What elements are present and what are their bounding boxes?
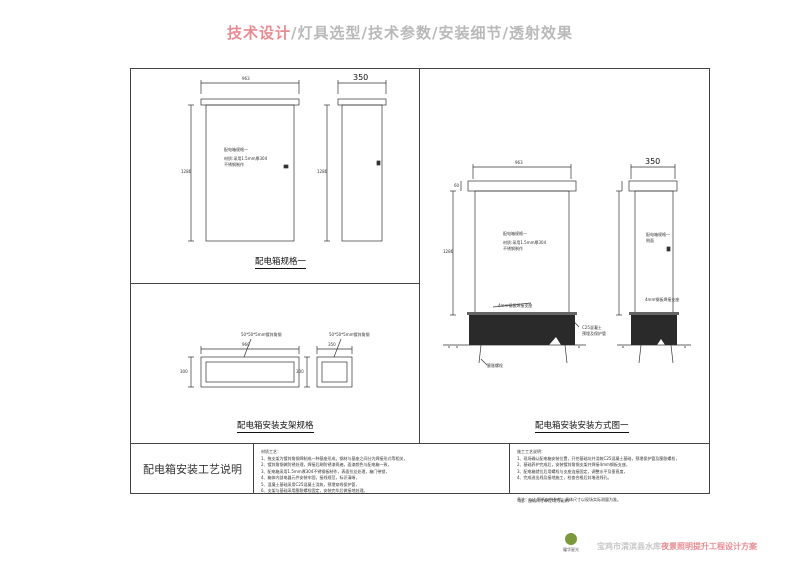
install-side-plate [629,312,679,315]
panel-depth-dim: 350 [353,73,369,82]
install-depth-dim: 350 [645,157,661,166]
install-side-view [616,164,691,364]
process-left-line: 5、混凝土基础采用C25混凝土浇筑，预埋穿线保护管， [261,481,360,487]
install-plate-note-side: 4mm钢板焊接支座 [645,297,680,302]
bracket-front-steel-note: 50*50*5mm镀锌角钢 [241,332,282,337]
install-plate-note: 4mm钢板焊接支座 [498,303,533,308]
process-right-intro: 施工工艺说明： [517,449,545,454]
install-concrete-note-1: C25混凝土 [582,325,602,330]
footer-title-gray: 宝鸡市渭滨县水库 [597,542,661,551]
bracket-side-height-dim: 300 [296,369,304,374]
vertical-divider [419,69,420,443]
process-right-notes: 施工工艺说明： 1、现场确认配电箱安装位置，开挖基础坑并浇筑C25混凝土基础，预… [517,449,703,482]
company-logo: 耀华星光 [560,533,582,559]
ground-hatch-dot [448,346,450,348]
install-side-concrete [631,315,677,345]
logo-mark-icon [565,533,577,545]
bracket-side-steel-note: 50*50*5mm镀锌角钢 [329,332,370,337]
install-height-dim: 1286 [443,249,454,254]
process-left-line: 1、拖支架为镀锌角钢焊制成一种基座形成，钢材与基座之间分为焊接形式等相关， [261,455,408,461]
process-right-line: 4、完成进出线及接地施工，检查合格后封堵进线孔。 [517,475,612,480]
drawing-sheet: 963 350 1286 1286 配电箱规格一 材质:采用1.5mm厚304 … [130,68,710,502]
process-left-line: 2、镀锌角钢做防锈处理，焊接后刷防锈漆两遍，面漆颜色与配电箱一致， [261,462,392,467]
install-front-plate [467,312,577,315]
footer-title: 宝鸡市渭滨县水库夜景照明提升工程设计方案 [597,541,757,552]
process-left-line: 6、支架与基础采用膨胀螺栓固定，安装完毕后做接地处理。 [261,488,368,493]
install-side-title: 配电箱规格一 [646,232,670,237]
panel-height-dim: 1286 [181,169,192,174]
process-left-notes: 材质工艺： 1、拖支架为镀锌角钢焊制成一种基座形成，钢材与基座之间分为焊接形式等… [261,449,501,495]
process-divider [131,443,709,444]
panel-spec-caption: 配电箱规格一 [255,257,307,269]
ground-hatch-dot [578,346,580,348]
bracket-front-view [188,338,300,388]
ground-hatch-dot [684,346,686,348]
install-front-concrete [469,315,575,345]
install-top-dim: 60 [454,183,460,188]
panel-material-2: 不锈钢制作 [224,162,244,167]
footer-title-red: 夜景照明提升工程设计方案 [661,542,757,551]
header-accent: 技术设计 [227,24,292,42]
install-box-title: 配电箱规格一 [503,231,527,236]
bracket-side-view [304,338,353,388]
panel-side-height-dim: 1286 [317,169,328,174]
install-concrete-note-2: 预埋及保护管 [582,331,606,336]
install-material-2: 不锈钢制作 [503,246,523,251]
ground-hatch-dot [622,346,624,348]
logo-text: 耀华星光 [563,547,579,552]
ground-hatch-dot [456,346,458,348]
process-title-divider [253,443,254,494]
panel-material-1: 材质:采用1.5mm厚304 [224,156,268,161]
panel-width-dim: 963 [242,76,250,81]
bracket-caption: 配电箱安装支架规格 [237,421,314,433]
bracket-side-width-dim: 350 [328,342,336,347]
install-width-dim: 963 [515,160,523,165]
process-right-line: 3、配电箱就位后用螺栓与支座连接固定，调整水平及垂直度， [517,468,628,474]
horizontal-divider-left [131,283,419,284]
process-left-intro: 材质工艺： [261,449,281,454]
process-left-line: 4、箱体内部电器元件安装牢固，接线规范，标识清晰， [261,475,360,480]
process-mid-divider [509,443,510,494]
panel-side-view [324,80,387,242]
install-material-1: 材质:采用1.5mm厚304 [503,240,547,245]
panel-front-view [188,80,300,242]
process-title: 配电箱安装工艺说明 [143,463,242,476]
page-header: 技术设计/灯具选型/技术参数/安装细节/透射效果 [0,22,800,43]
process-left-line: 3、配电箱采用1.5mm厚304不锈钢板制作，表面拉丝处理，箱门带锁， [261,468,390,474]
header-rest: /灯具选型/技术参数/安装细节/透射效果 [291,24,573,42]
install-bolt-note: 膨胀螺栓 [487,363,503,368]
technical-drawings [188,80,691,388]
panel-box-title: 配电箱规格一 [224,147,248,152]
process-right-line: 2、基础养护完成后，安装镀锌角钢支架并焊接4mm钢板支座， [517,462,630,467]
sheet-footnote: （注：图纸尺寸单位均为毫米） [516,498,572,503]
process-right-line: 1、现场确认配电箱安装位置，开挖基础坑并浇筑C25混凝土基础，预埋保护管及膨胀螺… [517,455,680,461]
bracket-height-dim: 300 [180,369,188,374]
install-side-sub: 侧面 [646,238,654,243]
process-footnote-1: 备注：以上图纸仅供参考，具体尺寸以现场实际测量为准。 [517,497,621,502]
install-caption: 配电箱安装安装方式图一 [535,421,629,433]
bracket-width-dim: 960 [242,342,250,347]
